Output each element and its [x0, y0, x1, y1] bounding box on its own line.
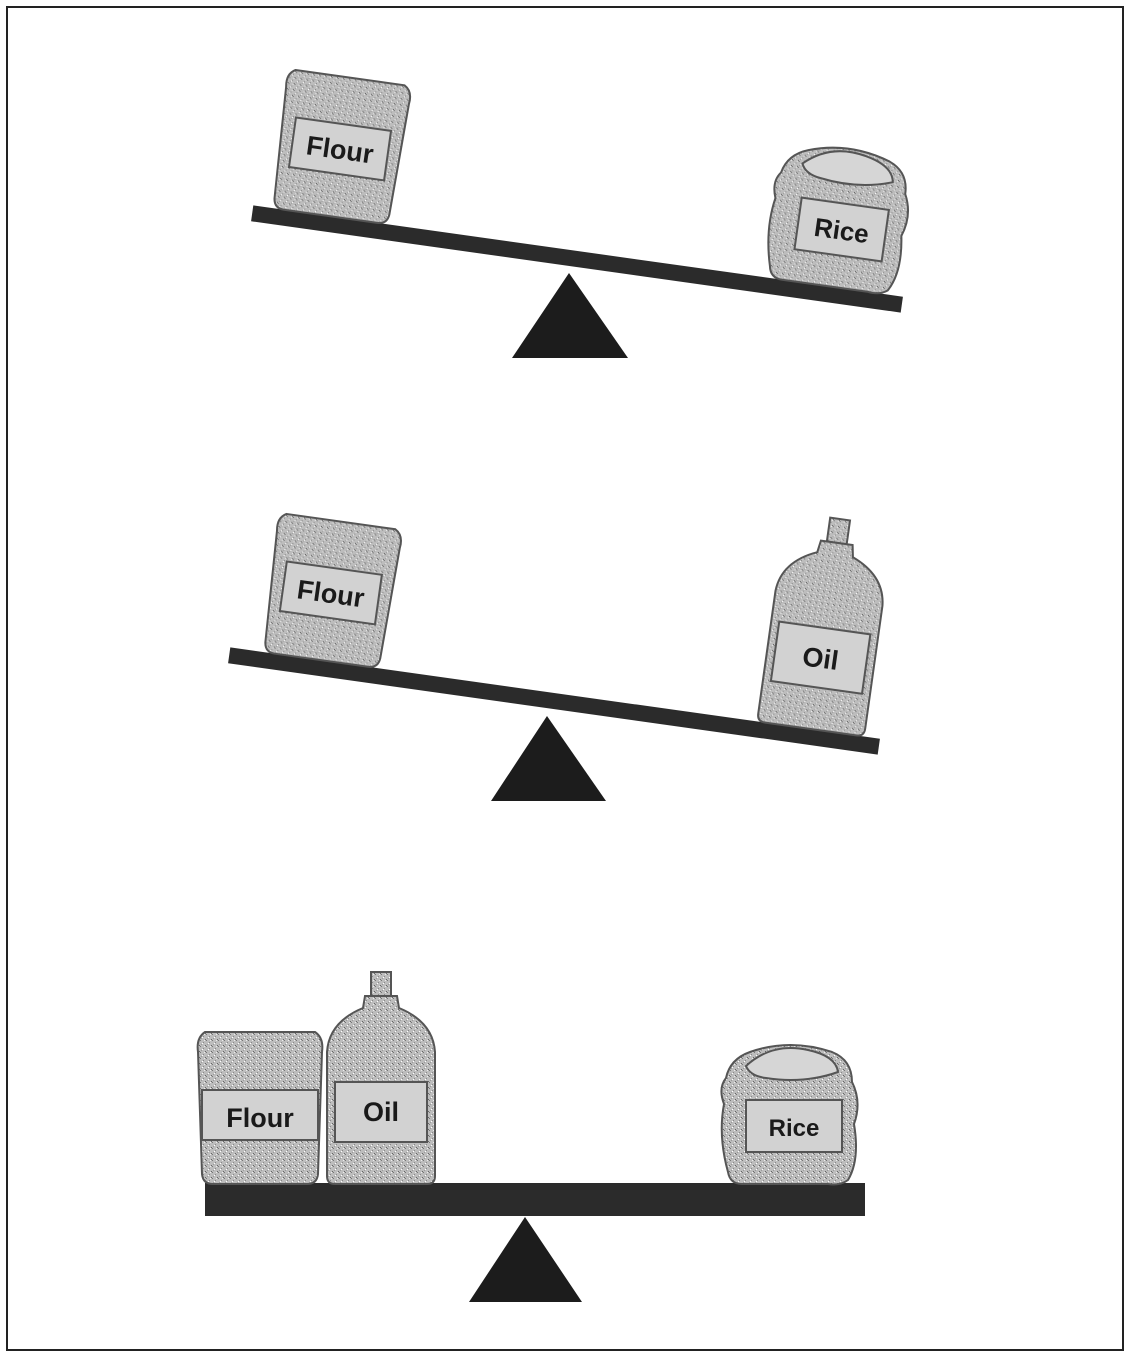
item-label: Flour	[226, 1103, 294, 1133]
flour-bag: Flour	[260, 513, 403, 669]
scale-1: Flour Rice	[251, 67, 922, 358]
beam	[205, 1183, 865, 1216]
flour-bag: Flour	[269, 69, 412, 225]
scale-3: Flour Oil Rice	[198, 972, 865, 1302]
oil-bottle: Oil	[757, 512, 893, 737]
rice-sack: Rice	[721, 1045, 857, 1185]
item-label: Rice	[769, 1115, 820, 1142]
fulcrum	[512, 273, 628, 358]
item-label: Oil	[363, 1097, 399, 1127]
scale-2: Flour Oil	[228, 437, 909, 801]
oil-bottle: Oil	[327, 972, 435, 1184]
item-label: Oil	[801, 641, 841, 676]
fulcrum	[469, 1217, 582, 1302]
rice-sack: Rice	[762, 139, 916, 296]
flour-bag: Flour	[198, 1032, 323, 1184]
fulcrum	[491, 716, 606, 801]
